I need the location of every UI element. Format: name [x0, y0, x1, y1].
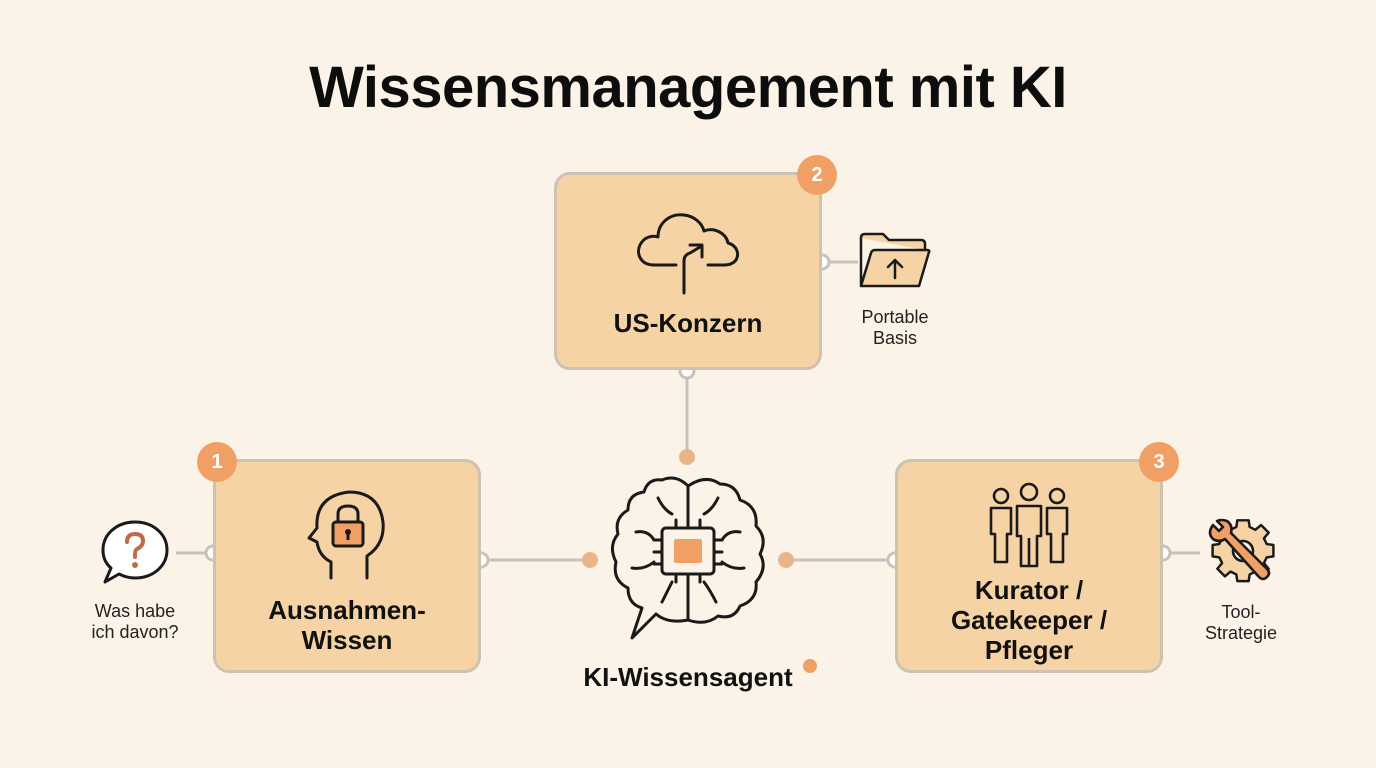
folder-upload-icon	[857, 232, 933, 296]
side-note-was-habe-ich-davon: Was habe ich davon?	[72, 518, 198, 642]
center-label-ki-wissensagent: KI-Wissensagent	[583, 662, 793, 692]
node-card-us-konzern: US-Konzern	[554, 172, 822, 370]
cloud-upload-icon	[632, 203, 744, 300]
side-note-portable-basis: Portable Basis	[840, 230, 950, 348]
node-label-kurator: Kurator / Gatekeeper / Pfleger	[950, 575, 1108, 665]
people-group-icon	[985, 482, 1073, 575]
accent-dot	[803, 659, 817, 673]
node-card-ausnahmen-wissen: Ausnahmen- Wissen	[213, 459, 481, 673]
node-label-ausnahmen-wissen: Ausnahmen- Wissen	[268, 595, 426, 655]
page-title: Wissensmanagement mit KI	[309, 55, 1067, 120]
step-badge-2: 2	[797, 155, 837, 195]
side-label-portable-basis: Portable Basis	[861, 307, 929, 348]
step-badge-3: 3	[1139, 442, 1179, 482]
gear-wrench-icon	[1203, 518, 1279, 593]
head-lock-icon	[305, 486, 389, 587]
side-label-was-habe-ich-davon: Was habe ich davon?	[91, 601, 179, 642]
node-card-kurator: Kurator / Gatekeeper / Pfleger	[895, 459, 1163, 673]
side-label-tool-strategie: Tool- Strategie	[1204, 602, 1278, 643]
node-label-us-konzern: US-Konzern	[613, 308, 763, 338]
question-bubble-icon	[99, 520, 171, 590]
step-badge-1: 1	[197, 442, 237, 482]
brain-chip-icon	[606, 470, 770, 653]
side-note-tool-strategie: Tool- Strategie	[1186, 515, 1296, 643]
